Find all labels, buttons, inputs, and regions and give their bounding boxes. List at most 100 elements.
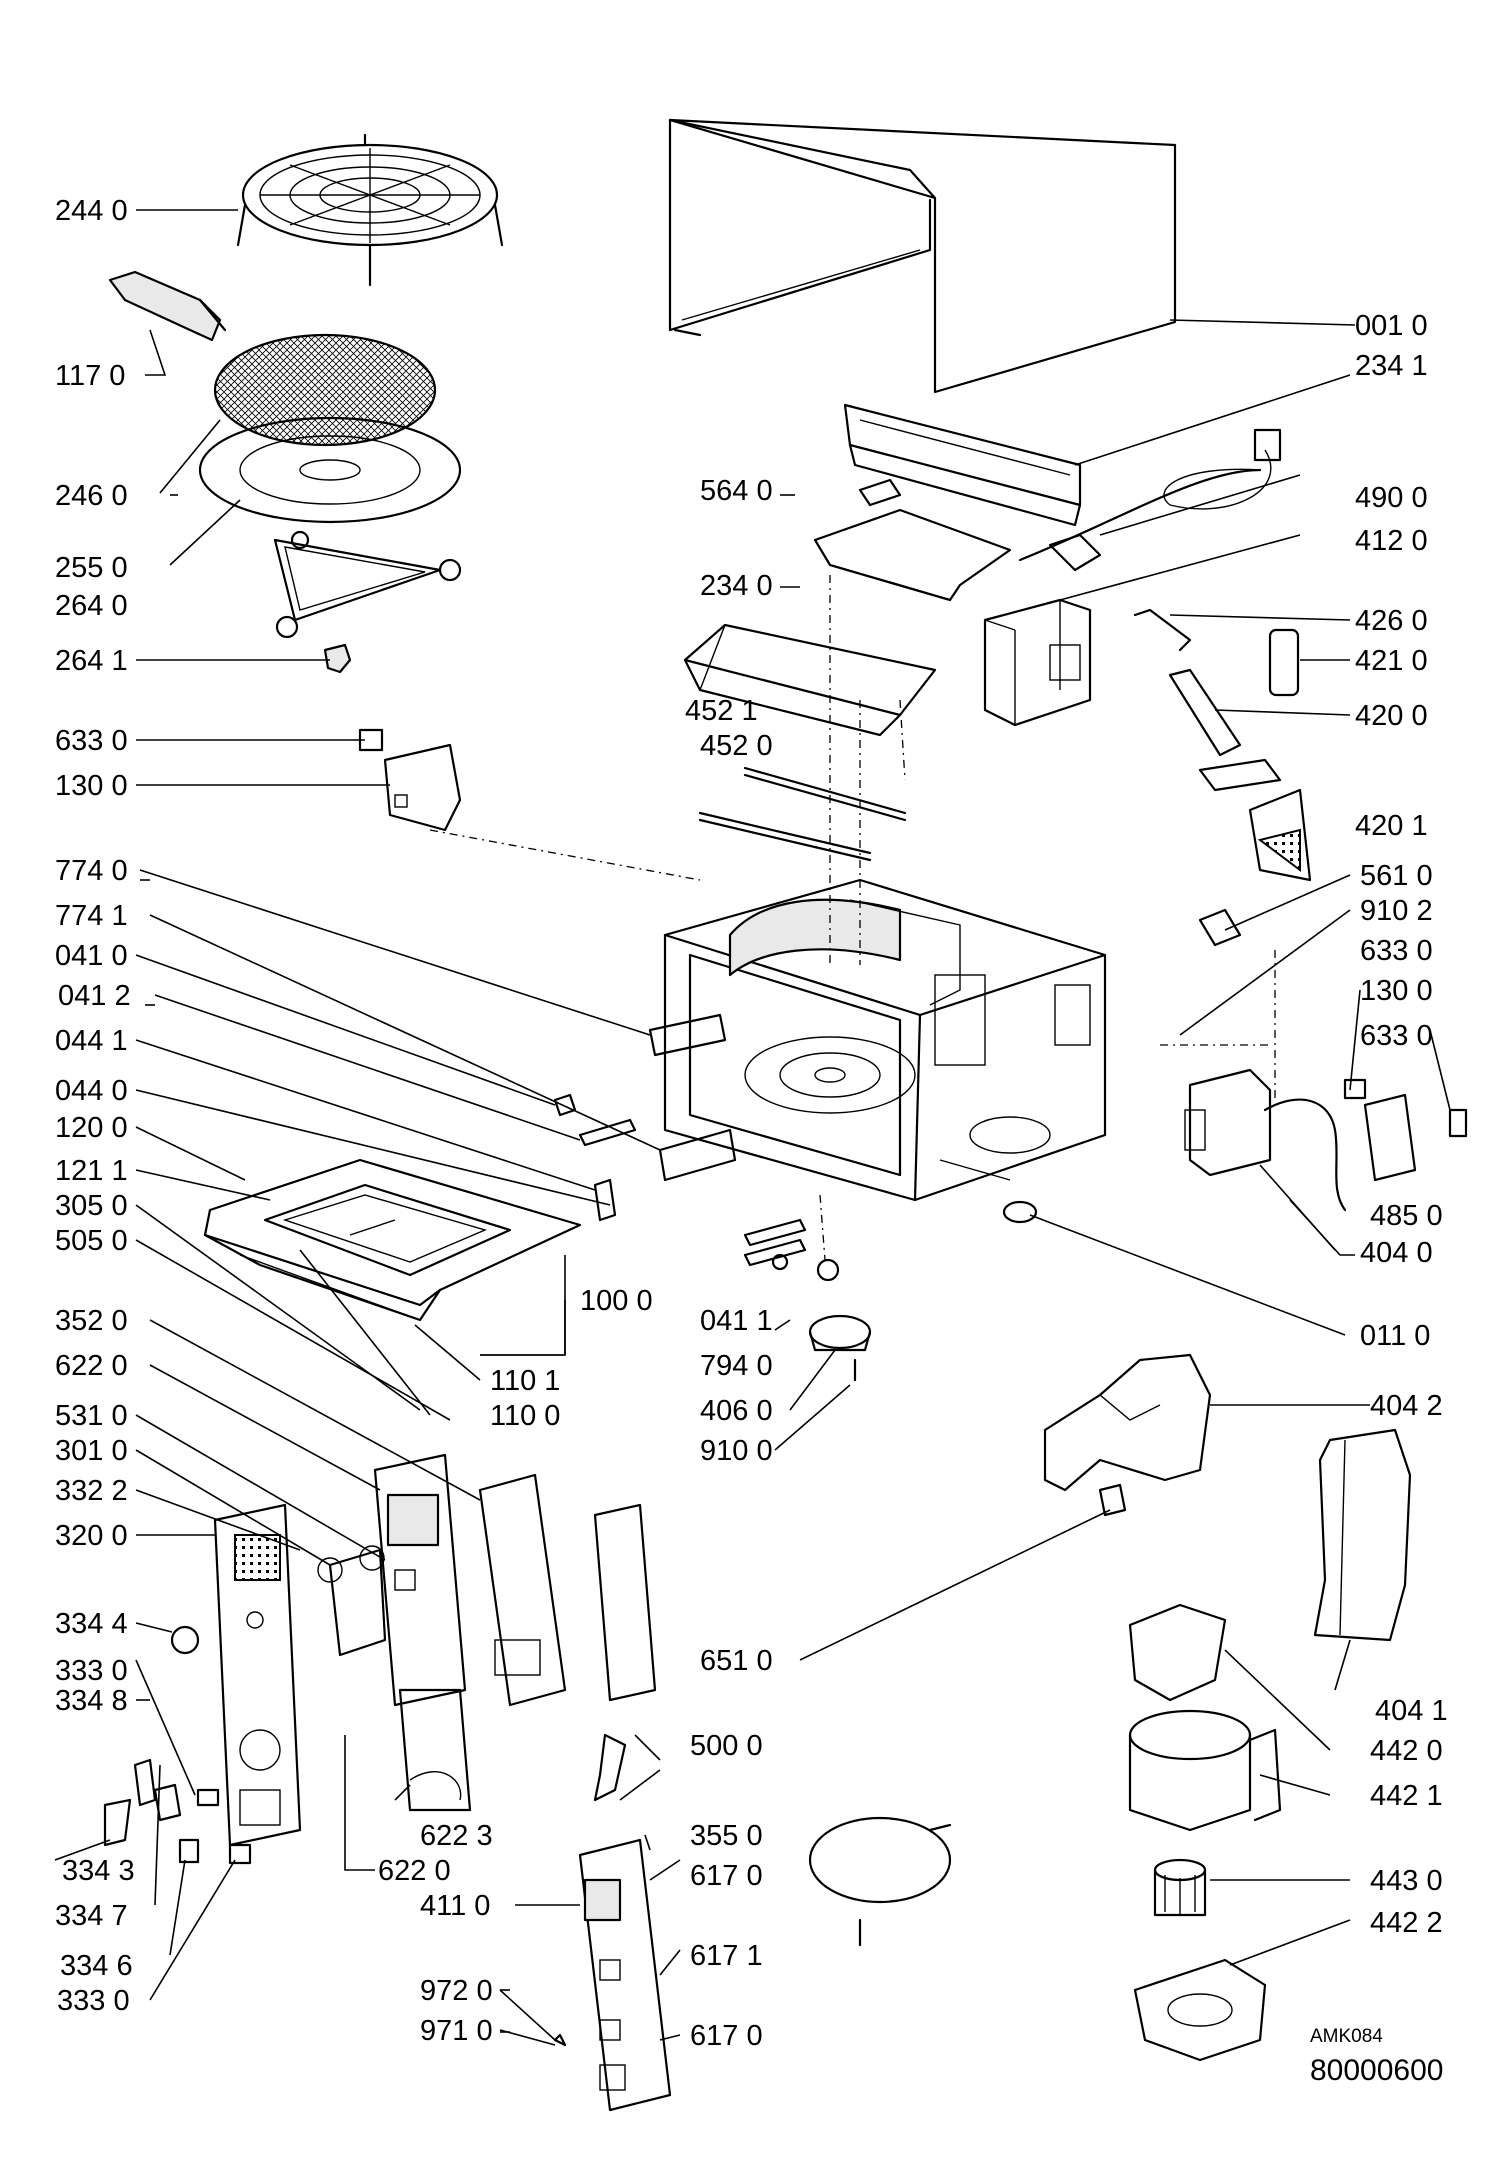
label-110-0: 110 0 <box>490 1400 560 1432</box>
label-264-1: 264 1 <box>55 645 128 677</box>
label-110-1: 110 1 <box>490 1365 560 1397</box>
label-120-0: 120 0 <box>55 1112 128 1144</box>
label-561-0: 561 0 <box>1360 860 1433 892</box>
label-794-0: 794 0 <box>700 1350 773 1382</box>
cover-plate-part <box>813 508 1012 602</box>
label-044-0: 044 0 <box>55 1075 128 1107</box>
capacitor-part <box>1133 608 1312 882</box>
power-board-part <box>578 1838 672 2112</box>
air-duct-part <box>1043 1353 1212 1492</box>
label-320-0: 320 0 <box>55 1520 128 1552</box>
fan-motor-part <box>1184 1068 1468 1212</box>
label-442-1: 442 1 <box>1370 1780 1443 1812</box>
control-board-part <box>373 1453 467 1707</box>
label-332-2: 332 2 <box>55 1475 128 1507</box>
label-633-0-right: 633 0 <box>1360 1020 1433 1052</box>
pcb-board-part <box>478 1473 567 1707</box>
label-505-0: 505 0 <box>55 1225 128 1257</box>
label-531-0: 531 0 <box>55 1400 128 1432</box>
turntable-motor-part <box>743 1218 872 1382</box>
label-443-0: 443 0 <box>1370 1865 1443 1897</box>
power-cord-part <box>1018 428 1282 572</box>
label-041-2: 041 2 <box>58 980 131 1012</box>
label-001-0: 001 0 <box>1355 310 1428 342</box>
lamp-part <box>1098 1483 1127 1517</box>
turntable-plate-part <box>198 416 462 524</box>
control-panel-part <box>213 1503 302 1847</box>
transformer-part <box>983 598 1092 727</box>
top-bracket-part <box>843 403 1082 527</box>
label-622-0-bottom: 622 0 <box>378 1855 451 1887</box>
label-421-0: 421 0 <box>1355 645 1428 677</box>
label-406-0: 406 0 <box>700 1395 773 1427</box>
handle-tool-part <box>108 270 227 342</box>
label-622-3: 622 3 <box>420 1820 493 1852</box>
grill-rack-part <box>236 133 504 287</box>
motor-mount-part <box>1128 1603 1227 1702</box>
label-971-0: 971 0 <box>420 2015 493 2047</box>
label-774-1: 774 1 <box>55 900 128 932</box>
label-972-0: 972 0 <box>420 1975 493 2007</box>
label-490-0: 490 0 <box>1355 482 1428 514</box>
label-426-0: 426 0 <box>1355 605 1428 637</box>
label-352-0: 352 0 <box>55 1305 128 1337</box>
label-255-0: 255 0 <box>55 552 128 584</box>
assembly-guides <box>429 575 1276 1261</box>
label-234-1: 234 1 <box>1355 350 1428 382</box>
label-774-0: 774 0 <box>55 855 128 887</box>
label-412-0: 412 0 <box>1355 525 1428 557</box>
knob-part <box>103 1625 252 1865</box>
label-452-1: 452 1 <box>685 695 758 727</box>
crisp-plate-part <box>213 333 437 447</box>
label-622-0-left: 622 0 <box>55 1350 128 1382</box>
reflector-part <box>683 623 937 737</box>
label-334-7: 334 7 <box>55 1900 128 1932</box>
label-452-0: 452 0 <box>700 730 773 762</box>
label-333-0-top: 333 0 <box>55 1655 128 1687</box>
model-code: AMK084 <box>1310 2026 1383 2047</box>
label-041-1: 041 1 <box>700 1305 773 1337</box>
label-442-0: 442 0 <box>1370 1735 1443 1767</box>
label-100-0: 100 0 <box>580 1285 653 1317</box>
label-044-1: 044 1 <box>55 1025 128 1057</box>
cavity-chassis-part <box>663 878 1107 1202</box>
label-442-2: 442 2 <box>1370 1907 1443 1939</box>
roller-ring-part <box>273 530 462 639</box>
label-334-6: 334 6 <box>60 1950 133 1982</box>
fuse-clip-part <box>1198 908 1242 947</box>
leader-lines <box>54 209 1451 2046</box>
label-244-0: 244 0 <box>55 195 128 227</box>
fan-wheel-part <box>1153 1858 1207 1917</box>
label-334-3: 334 3 <box>62 1855 135 1887</box>
label-130-0-right: 130 0 <box>1360 975 1433 1007</box>
label-264-0: 264 0 <box>55 590 128 622</box>
heating-element-part <box>698 766 907 862</box>
document-number: 80000600 <box>1310 2054 1443 2087</box>
label-500-0: 500 0 <box>690 1730 763 1762</box>
label-617-0-top: 617 0 <box>690 1860 763 1892</box>
label-617-1: 617 1 <box>690 1940 763 1972</box>
label-485-0: 485 0 <box>1370 1200 1443 1232</box>
base-plate-part <box>1133 1958 1267 2062</box>
label-ticks <box>140 494 800 2033</box>
clip-part <box>858 478 902 507</box>
label-633-0-right-top: 633 0 <box>1360 935 1433 967</box>
waveguide-cover-part <box>808 1816 952 1947</box>
relay-board-part <box>593 1503 657 1702</box>
label-404-2: 404 2 <box>1370 1390 1443 1422</box>
label-334-4: 334 4 <box>55 1608 128 1640</box>
fuse-part <box>553 2033 567 2047</box>
lamp-bracket-part <box>358 728 462 832</box>
hinge-part <box>648 1013 737 1182</box>
label-564-0: 564 0 <box>700 475 773 507</box>
label-910-2: 910 2 <box>1360 895 1433 927</box>
foot-part <box>1002 1200 1038 1224</box>
label-117-0: 117 0 <box>55 360 125 392</box>
label-633-0-left: 633 0 <box>55 725 128 757</box>
label-121-1: 121 1 <box>55 1155 128 1187</box>
label-334-8: 334 8 <box>55 1685 128 1717</box>
part-labels: 244 0 117 0 246 0 255 0 264 0 264 1 633 … <box>55 195 1448 2052</box>
label-651-0: 651 0 <box>700 1645 773 1677</box>
label-234-0: 234 0 <box>700 570 773 602</box>
